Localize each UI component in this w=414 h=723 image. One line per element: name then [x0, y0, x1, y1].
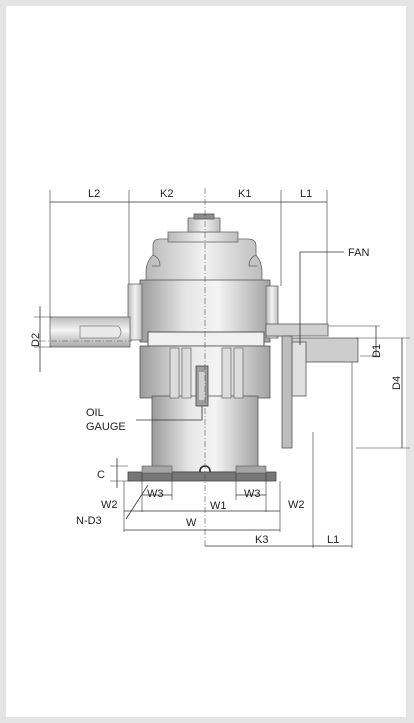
dim-w2-right: W2 — [288, 499, 305, 511]
top-dimensions — [49, 190, 328, 324]
dim-c: C — [97, 469, 105, 481]
fan-assembly — [265, 323, 359, 449]
gauge-label: GAUGE — [86, 421, 126, 433]
dim-w2-left: W2 — [101, 499, 118, 511]
dim-l1-bottom: L1 — [327, 534, 339, 546]
dim-w3-right: W3 — [244, 488, 261, 500]
dim-k3: K3 — [255, 534, 268, 546]
oil-label: OIL — [86, 407, 104, 419]
dim-c-lines — [110, 458, 128, 488]
dim-d1: D1 — [371, 344, 383, 358]
dim-d1-lines — [328, 325, 380, 357]
dim-k1: K1 — [238, 188, 251, 200]
dim-w: W — [186, 517, 197, 529]
gearbox-body — [127, 213, 279, 482]
dim-d4-lines — [356, 337, 410, 449]
fan-label: FAN — [348, 247, 369, 259]
dim-k2: K2 — [160, 188, 173, 200]
dim-d2-lines — [34, 306, 52, 372]
dim-l1-top: L1 — [300, 188, 312, 200]
dim-l2: L2 — [88, 188, 100, 200]
dim-nd3: N-D3 — [76, 515, 102, 527]
input-shaft — [49, 316, 131, 348]
dim-d4: D4 — [391, 376, 403, 390]
dim-w3-left: W3 — [147, 488, 164, 500]
base-plate — [127, 471, 277, 482]
bottom-dimensions — [123, 362, 353, 548]
dim-d2: D2 — [30, 333, 42, 347]
dim-w1: W1 — [210, 500, 227, 512]
